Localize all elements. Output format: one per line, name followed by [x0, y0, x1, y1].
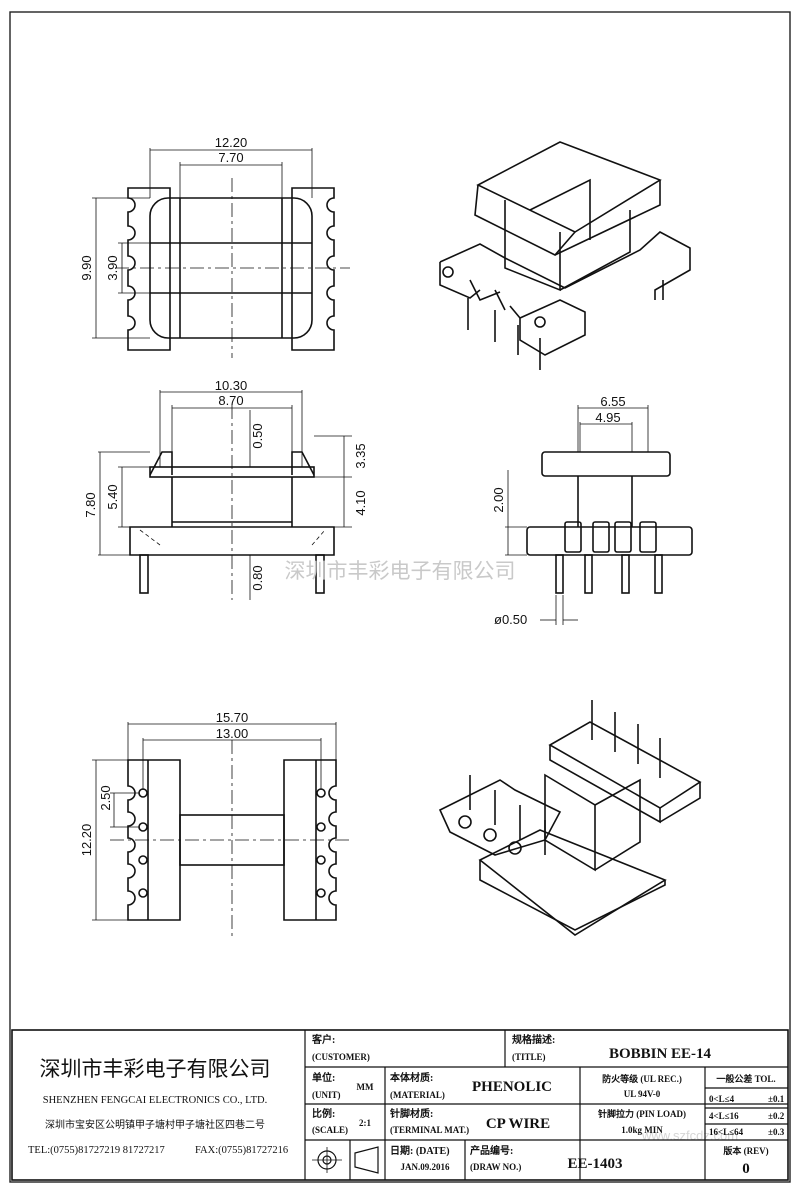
dim-side-width-outer: 6.55 — [600, 394, 625, 409]
fire-label: 防火等级 (UL REC.) — [602, 1073, 682, 1084]
tolerance-range-2: 4<L≤16 — [709, 1111, 739, 1121]
scale-label: 比例: — [312, 1107, 335, 1120]
material-label: 本体材质: — [390, 1071, 433, 1084]
rev-value: 0 — [742, 1161, 750, 1177]
dim-top-height-inner: 3.90 — [105, 255, 120, 280]
side-view-dims — [505, 405, 649, 625]
title-value: BOBBIN EE-14 — [609, 1046, 712, 1062]
unit-sub: (UNIT) — [312, 1090, 341, 1100]
dim-top-width-inner: 7.70 — [218, 150, 243, 165]
customer-label: 客户: — [311, 1033, 335, 1046]
company-fax: FAX:(0755)81727216 — [195, 1145, 288, 1156]
terminal-sub: (TERMINAL MAT.) — [390, 1125, 469, 1135]
tolerance-range-1: 0<L≤4 — [709, 1094, 735, 1104]
dim-front-base: 0.80 — [250, 565, 265, 590]
dim-front-height-mid: 5.40 — [105, 484, 120, 509]
top-view-dims — [92, 148, 313, 339]
fire-value: UL 94V-0 — [624, 1089, 661, 1099]
terminal-label: 针脚材质: — [390, 1107, 433, 1120]
dim-side-width-inner: 4.95 — [595, 410, 620, 425]
rev-label: 版本 (REV) — [722, 1145, 768, 1156]
pinload-value: 1.0kg MIN — [621, 1125, 663, 1135]
dim-bottom-width-inner: 13.00 — [216, 726, 249, 741]
dim-front-height-top: 3.35 — [353, 443, 368, 468]
bottom-view-dims — [92, 722, 337, 921]
company-address: 深圳市宝安区公明镇甲子塘村甲子塘社区四巷二号 — [45, 1118, 265, 1131]
drawno-label: 产品编号: — [470, 1144, 513, 1157]
title-sub: (TITLE) — [512, 1052, 546, 1062]
company-name-en: SHENZHEN FENGCAI ELECTRONICS CO., LTD. — [43, 1095, 268, 1106]
tolerance-value-2: ±0.2 — [768, 1111, 785, 1121]
dim-front-height-low: 4.10 — [353, 490, 368, 515]
dim-side-pin-diameter: ø0.50 — [494, 612, 527, 627]
dim-bottom-width-outer: 15.70 — [216, 710, 249, 725]
title-block — [11, 1029, 789, 1181]
dim-top-height-outer: 9.90 — [79, 255, 94, 280]
dim-side-pin-length: 2.00 — [491, 487, 506, 512]
iso-view-top — [439, 141, 691, 370]
dim-bottom-height-outer: 12.20 — [79, 824, 94, 857]
date-label: 日期: (DATE) — [390, 1144, 450, 1157]
terminal-value: CP WIRE — [486, 1116, 550, 1132]
top-view — [115, 178, 350, 358]
tolerance-value-3: ±0.3 — [768, 1127, 785, 1137]
tolerance-range-3: 16<L≤64 — [709, 1127, 744, 1137]
scale-value: 2:1 — [359, 1118, 371, 1128]
company-name-cn: 深圳市丰彩电子有限公司 — [40, 1057, 271, 1081]
sheet-border — [9, 11, 791, 1183]
side-view — [526, 451, 693, 594]
iso-view-bottom — [438, 700, 702, 936]
watermark-cn: 深圳市丰彩电子有限公司 — [285, 559, 516, 583]
customer-sub: (CUSTOMER) — [312, 1052, 370, 1062]
title-label: 规格描述: — [512, 1033, 555, 1046]
company-phone: TEL:(0755)81727219 81727217 — [28, 1145, 165, 1156]
pinload-label: 针脚拉力 (PIN LOAD) — [598, 1108, 686, 1119]
dim-front-flange: 0.50 — [250, 423, 265, 448]
date-value: JAN.09.2016 — [401, 1162, 450, 1172]
drawno-sub: (DRAW NO.) — [470, 1162, 521, 1172]
unit-label: 单位: — [312, 1071, 335, 1084]
tolerance-value-1: ±0.1 — [768, 1094, 785, 1104]
drawno-value: EE-1403 — [567, 1156, 622, 1172]
dim-top-width-outer: 12.20 — [215, 135, 248, 150]
material-value: PHENOLIC — [472, 1079, 552, 1095]
dim-front-width-outer: 10.30 — [215, 378, 248, 393]
dim-front-height-total: 7.80 — [83, 492, 98, 517]
front-view — [129, 405, 335, 600]
watermark-url: www.szfcdz.com — [641, 1128, 738, 1143]
material-sub: (MATERIAL) — [390, 1090, 445, 1100]
scale-sub: (SCALE) — [312, 1125, 348, 1135]
dim-front-width-inner: 8.70 — [218, 393, 243, 408]
front-view-dims — [98, 390, 352, 600]
tolerance-title: 一般公差 TOL. — [716, 1073, 775, 1084]
bottom-view — [110, 740, 350, 940]
dim-bottom-pitch: 2.50 — [98, 785, 113, 810]
unit-value: MM — [357, 1082, 374, 1092]
